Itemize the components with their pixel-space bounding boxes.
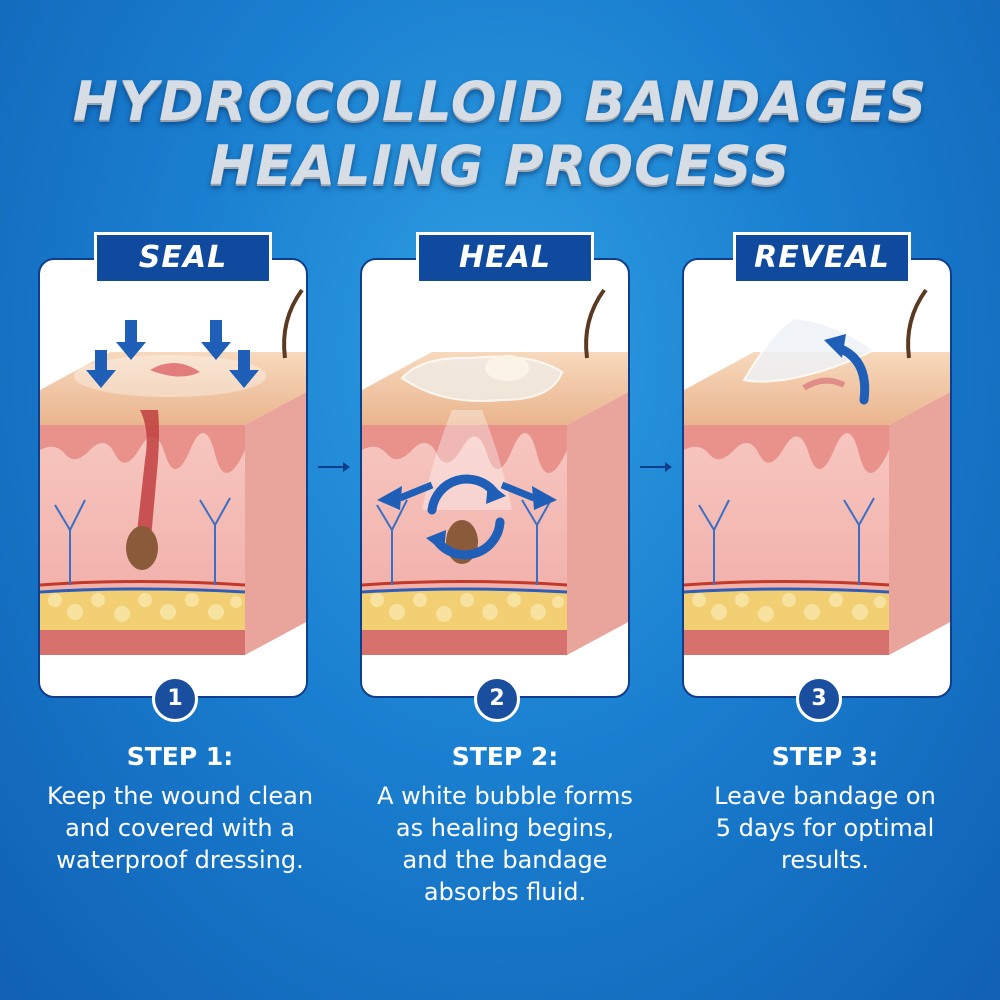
skin-diagram-heal — [362, 288, 628, 655]
step-2-description: A white bubble forms as healing begins, … — [345, 780, 665, 908]
step-number-2: 2 — [474, 676, 520, 722]
step-2-line: and the bandage — [402, 846, 608, 874]
hair-icon — [906, 288, 928, 359]
down-arrow-icon — [86, 320, 259, 388]
step-number-1: 1 — [152, 676, 198, 722]
step-number-3: 3 — [796, 676, 842, 722]
step-1-line: waterproof dressing. — [56, 846, 304, 874]
label-heal: HEAL — [416, 232, 594, 284]
step-3-description: Leave bandage on 5 days for optimal resu… — [665, 780, 985, 876]
step-3-line: 5 days for optimal — [715, 814, 935, 842]
panel-heal — [360, 258, 630, 698]
peel-arrow-icon — [824, 334, 870, 405]
step-1-heading: STEP 1: — [126, 742, 234, 771]
title-line-1: HYDROCOLLOID BANDAGES — [72, 70, 928, 133]
connector-arrow-1 — [318, 462, 350, 472]
skin-diagram-seal — [40, 288, 306, 655]
circular-arrows-icon — [427, 474, 505, 560]
step-3-line: results. — [780, 846, 870, 874]
hair-icon — [584, 288, 606, 359]
label-reveal: REVEAL — [733, 232, 911, 284]
step-1-line: and covered with a — [65, 814, 295, 842]
step-1-line: Keep the wound clean — [46, 782, 314, 810]
panel-reveal — [682, 258, 952, 698]
connector-arrow-2 — [640, 462, 672, 472]
step-2-line: A white bubble forms — [377, 782, 633, 810]
title-line-2: HEALING PROCESS — [209, 134, 791, 197]
step-3-line: Leave bandage on — [714, 782, 936, 810]
step-2-line: as healing begins, — [395, 814, 615, 842]
step-1-description: Keep the wound clean and covered with a … — [20, 780, 340, 876]
step-2-heading: STEP 2: — [451, 742, 559, 771]
skin-diagram-reveal — [684, 288, 950, 655]
label-seal: SEAL — [94, 232, 272, 284]
step-2-line: absorbs fluid. — [423, 878, 587, 906]
step-3-heading: STEP 3: — [771, 742, 879, 771]
panel-seal — [38, 258, 308, 698]
hair-icon — [282, 288, 304, 359]
